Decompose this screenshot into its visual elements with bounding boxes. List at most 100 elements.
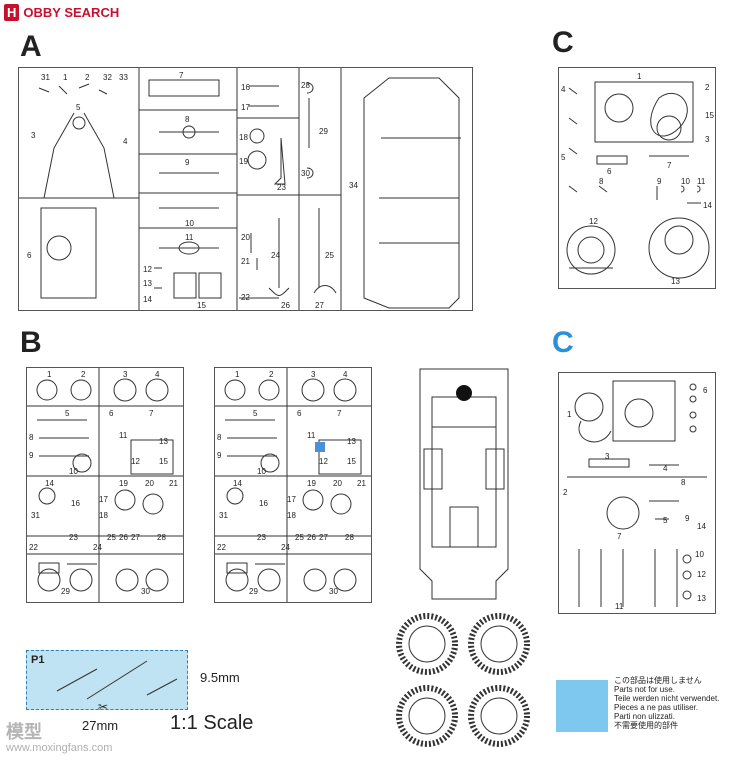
c1-label-7: 7 [667, 161, 672, 170]
br-label-13: 13 [347, 437, 356, 446]
a-label-13: 13 [143, 279, 152, 288]
logo-text: OBBY SEARCH [23, 5, 120, 20]
br-label-3: 3 [311, 370, 316, 379]
legend-line-en: Parts not for use. [614, 685, 675, 694]
c1-label-10: 10 [681, 177, 690, 186]
bl-label-5: 5 [65, 409, 70, 418]
a-label-28: 28 [301, 81, 310, 90]
c2-label-6: 6 [703, 386, 708, 395]
a-label-26: 26 [281, 301, 290, 310]
bl-label-28: 28 [157, 533, 166, 542]
br-label-22: 22 [217, 543, 226, 552]
sprue-b-right-frame: 1 2 3 4 5 6 7 8 9 10 11 12 13 14 15 16 1… [214, 367, 372, 603]
c2-label-7: 7 [617, 532, 622, 541]
c1-label-12: 12 [589, 217, 598, 226]
c2-label-9: 9 [685, 514, 690, 523]
bl-label-23: 23 [69, 533, 78, 542]
logo-mark: H [4, 4, 20, 21]
bl-label-18: 18 [99, 511, 108, 520]
legend-line-zh: 不需要使用的部件 [614, 721, 678, 730]
c1-label-5: 5 [561, 153, 566, 162]
a-label-3: 3 [31, 131, 36, 140]
bl-label-6: 6 [109, 409, 114, 418]
c2-label-13: 13 [697, 594, 706, 603]
br-label-28: 28 [345, 533, 354, 542]
a-label-24: 24 [271, 251, 280, 260]
a-label-34: 34 [349, 181, 358, 190]
c2-label-8: 8 [681, 478, 686, 487]
clear-part-label: P1 [31, 654, 45, 666]
bl-label-8: 8 [29, 433, 34, 442]
c2-label-11: 11 [615, 602, 624, 611]
br-label-7: 7 [337, 409, 342, 418]
a-label-12: 12 [143, 265, 152, 274]
c2-label-3: 3 [605, 452, 610, 461]
legend-line-de: Teile werden nicht verwendet. [614, 694, 720, 703]
clear-part-height: 9.5mm [200, 670, 240, 685]
c1-label-2: 2 [705, 83, 710, 92]
watermark-text: 模型 [6, 722, 42, 742]
bl-label-22: 22 [29, 543, 38, 552]
a-label-23: 23 [277, 183, 286, 192]
br-label-5: 5 [253, 409, 258, 418]
sprue-c-top-frame: 1 2 3 4 5 6 7 8 9 10 11 12 13 14 15 [558, 67, 716, 289]
c1-label-6: 6 [607, 167, 612, 176]
a-label-31: 31 [41, 73, 50, 82]
section-label-c-top: C [552, 26, 574, 59]
a-label-10: 10 [185, 219, 194, 228]
bl-label-17: 17 [99, 495, 108, 504]
a-label-18: 18 [239, 133, 248, 142]
c1-label-15: 15 [705, 111, 714, 120]
a-label-1: 1 [63, 73, 68, 82]
sprue-a-drawing: 31 1 2 32 33 7 16 17 28 29 30 5 3 4 8 9 … [19, 68, 461, 310]
body-hole-marker [456, 385, 472, 401]
br-label-1: 1 [235, 370, 240, 379]
a-label-32: 32 [103, 73, 112, 82]
br-label-15: 15 [347, 457, 356, 466]
section-label-b: B [20, 326, 42, 359]
c1-label-13: 13 [671, 277, 680, 286]
c1-label-1: 1 [637, 72, 642, 81]
body-tub-part [419, 368, 509, 600]
sprue-b-right-drawing: 1 2 3 4 5 6 7 8 9 10 11 12 13 14 15 16 1… [215, 368, 371, 602]
legend-line-ja: この部品は使用しません [614, 676, 702, 685]
br-label-23: 23 [257, 533, 266, 542]
brand-logo[interactable]: H OBBY SEARCH [4, 4, 119, 21]
a-label-29: 29 [319, 127, 328, 136]
sprue-a-frame: 31 1 2 32 33 7 16 17 28 29 30 5 3 4 8 9 … [18, 67, 473, 311]
bl-label-24: 24 [93, 543, 102, 552]
section-label-a: A [20, 30, 42, 63]
bl-label-1: 1 [47, 370, 52, 379]
a-label-30: 30 [301, 169, 310, 178]
bl-label-30: 30 [141, 587, 150, 596]
br-label-14: 14 [233, 479, 242, 488]
a-label-19: 19 [239, 157, 248, 166]
bl-label-4: 4 [155, 370, 160, 379]
a-label-21: 21 [241, 257, 250, 266]
br-label-16: 16 [259, 499, 268, 508]
c1-label-11: 11 [697, 177, 706, 186]
br-label-19: 19 [307, 479, 316, 488]
c1-label-3: 3 [705, 135, 710, 144]
legend-line-it: Parti non ulizzati. [614, 712, 675, 721]
a-label-20: 20 [241, 233, 250, 242]
br-label-12: 12 [319, 457, 328, 466]
bl-label-20: 20 [145, 479, 154, 488]
c1-label-9: 9 [657, 177, 662, 186]
legend-line-fr: Pieces a ne pas utiliser. [614, 703, 699, 712]
a-label-8: 8 [185, 115, 190, 124]
br-label-2: 2 [269, 370, 274, 379]
c1-label-14: 14 [703, 201, 712, 210]
br-label-31: 31 [219, 511, 228, 520]
sprue-c-top-drawing: 1 2 3 4 5 6 7 8 9 10 11 12 13 14 15 [561, 72, 714, 286]
tire [468, 613, 530, 675]
tire [396, 613, 458, 675]
bl-label-13: 13 [159, 437, 168, 446]
bl-label-21: 21 [169, 479, 178, 488]
br-label-21: 21 [357, 479, 366, 488]
bl-label-3: 3 [123, 370, 128, 379]
c2-label-10: 10 [695, 550, 704, 559]
a-label-27: 27 [315, 301, 324, 310]
clear-part-p1: P1 [26, 650, 188, 710]
watermark-url: www.moxingfans.com [6, 742, 113, 754]
